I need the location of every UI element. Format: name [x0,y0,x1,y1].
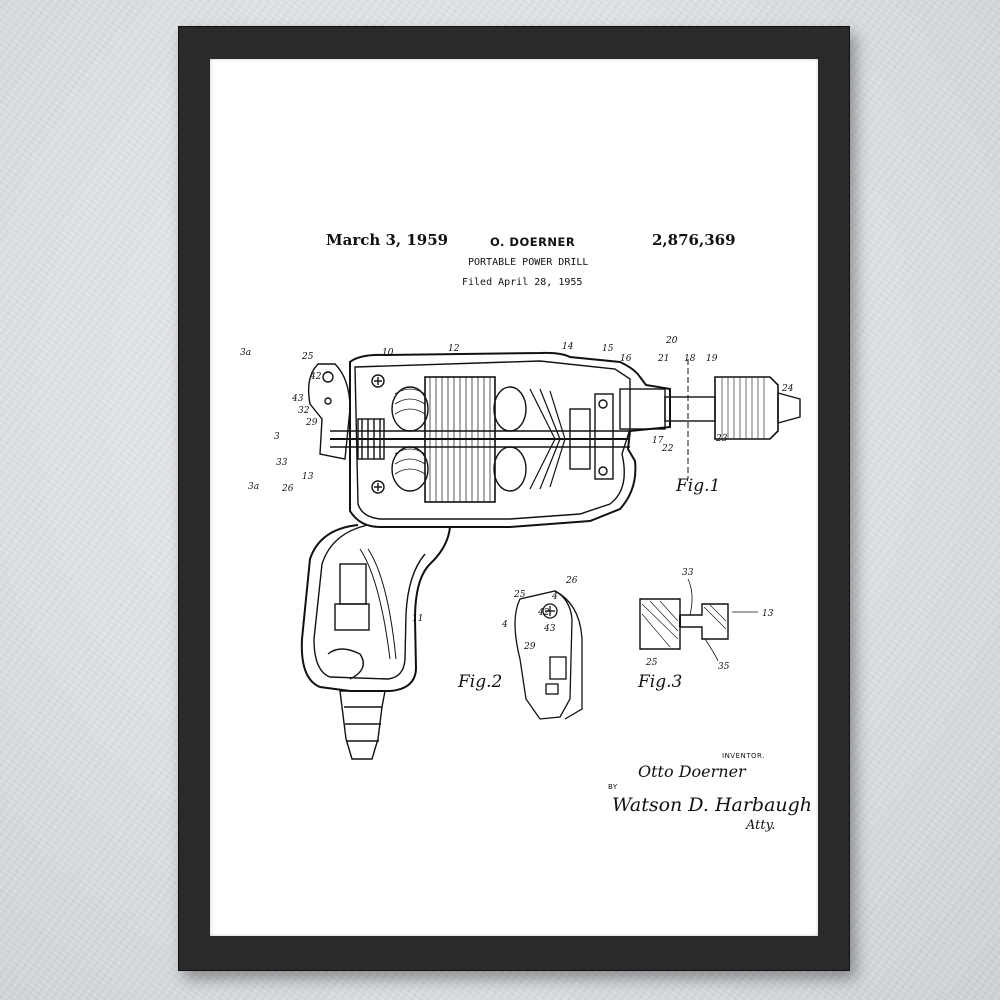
label-fig2: 26 [565,576,578,586]
fig1-labels: 3a 25 10 12 14 15 16 20 21 18 19 24 42 4… [240,336,794,624]
inventor-signature: Otto Doerner [638,762,747,781]
fig2-labels: 26 25 4 42 43 4 29 [501,576,578,652]
label-fig3: 35 [718,662,730,672]
label-fig1: 3a [248,482,259,492]
fig1-caption: Fig.1 [675,476,720,496]
drill-illustration [300,351,801,760]
signature-block: INVENTOR. Otto Doerner BY Watson D. Harb… [608,752,812,833]
fig-captions: Fig.1 Fig.2 Fig.3 [457,476,720,692]
fig2-illustration [514,590,583,720]
inventor-caption: INVENTOR. [722,752,765,760]
fig3-labels: 33 13 25 35 [645,568,774,672]
label-fig1: 20 [665,336,678,346]
attorney-signature: Watson D. Harbaugh [612,794,812,816]
fig3-leaders [687,578,758,662]
fig3-illustration [639,598,729,650]
patent-title: PORTABLE POWER DRILL [468,257,589,268]
label-fig1: 3 [274,432,280,442]
picture-frame: March 3, 1959 O. DOERNER 2,876,369 PORTA… [178,26,850,971]
label-fig1: 10 [382,348,394,358]
label-fig1: 32 [298,406,310,416]
patent-date: March 3, 1959 [326,231,449,249]
label-fig2: 43 [543,624,556,634]
patent-drawing: 3a 25 10 12 14 15 16 20 21 18 19 24 42 4… [240,336,812,833]
label-fig2: 42 [537,608,550,618]
label-fig1: 11 [412,614,423,624]
label-fig1: 3a [240,348,251,358]
label-fig1: 22 [661,444,674,454]
label-fig1: 29 [305,418,318,428]
by-label: BY [608,783,618,791]
label-fig1: 12 [448,344,460,354]
label-fig1: 25 [301,352,314,362]
label-fig3: 25 [645,658,658,668]
label-fig1: 17 [652,436,664,446]
label-fig2: 25 [513,590,526,600]
label-fig1: 42 [309,372,322,382]
label-fig1: 26 [281,484,294,494]
label-fig1: 18 [684,354,696,364]
label-fig1: 19 [706,354,718,364]
filed-date: Filed April 28, 1955 [462,277,583,288]
label-fig1: 23 [715,434,728,444]
label-fig1: 13 [302,472,314,482]
label-fig3: 33 [682,568,694,578]
patent-print: March 3, 1959 O. DOERNER 2,876,369 PORTA… [210,59,818,936]
label-fig2: 29 [523,642,536,652]
label-fig1: 21 [657,354,669,364]
fig2-caption: Fig.2 [457,672,502,692]
label-fig3: 13 [762,609,774,619]
label-fig2: 4 [501,620,508,630]
attorney-suffix: Atty. [745,818,775,833]
fig3-caption: Fig.3 [637,672,682,692]
label-fig1: 15 [602,344,614,354]
label-fig1: 14 [562,342,574,352]
patent-number: 2,876,369 [652,231,736,249]
label-fig1: 16 [620,354,632,364]
label-fig2: 4 [551,592,558,602]
inventor-name: O. DOERNER [490,235,576,249]
label-fig1: 33 [276,458,288,468]
label-fig1: 24 [781,384,794,394]
label-fig1: 43 [291,394,304,404]
